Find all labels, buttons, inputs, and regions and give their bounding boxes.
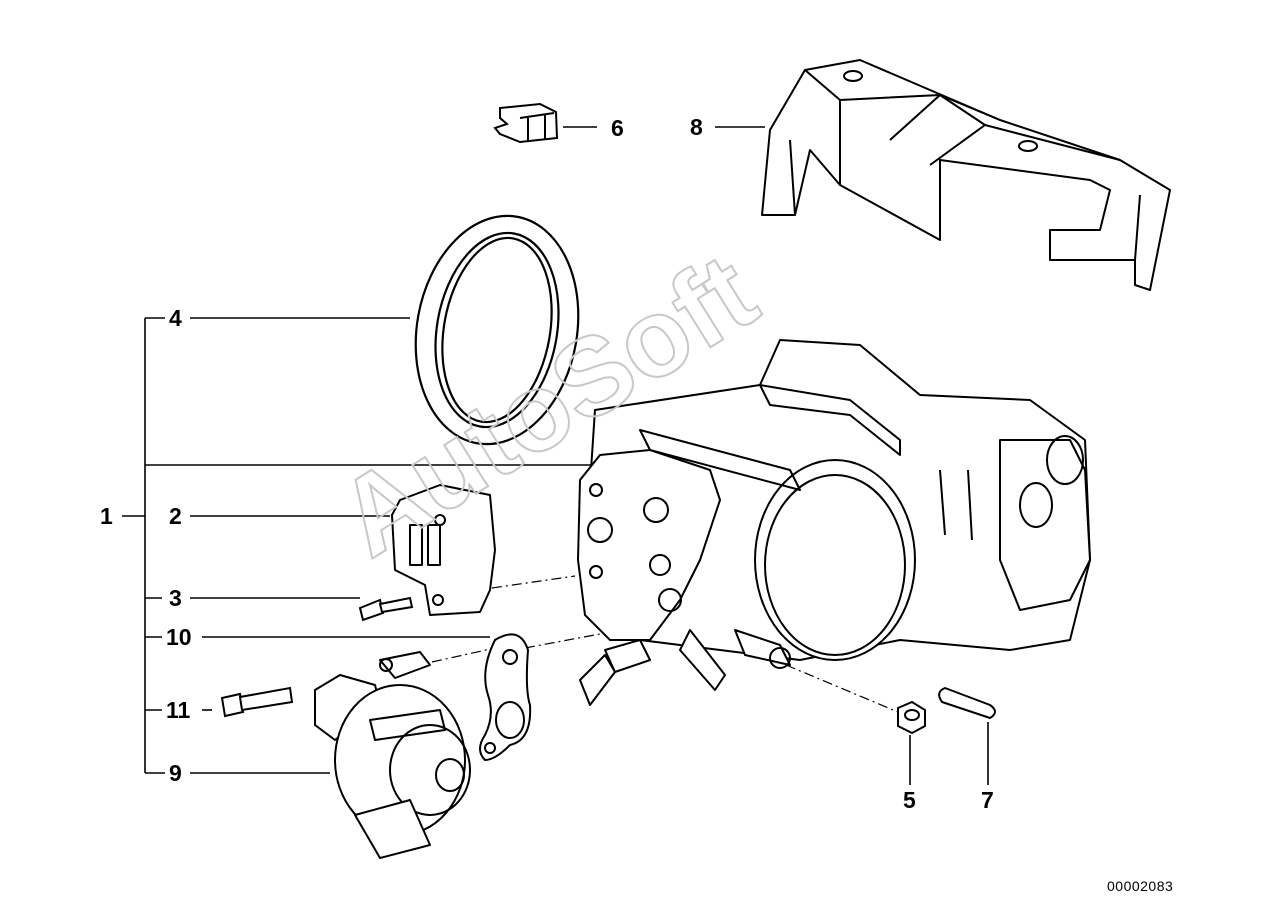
- callout-5: 5: [903, 787, 916, 813]
- throttle-body-part: [577, 339, 1091, 706]
- nut-part: [897, 700, 926, 735]
- callout-9: 9: [169, 760, 182, 786]
- callout-2: 2: [169, 503, 182, 529]
- ring-part: [414, 214, 580, 446]
- callout-6: 6: [611, 115, 624, 141]
- actuator-part: [314, 651, 471, 859]
- pin-part: [938, 686, 996, 720]
- callout-11: 11: [166, 697, 191, 723]
- assembly-lines: [431, 575, 899, 713]
- callout-1: 1: [100, 503, 113, 529]
- long-screw-part: [220, 686, 294, 718]
- callout-10: 10: [166, 624, 192, 650]
- callout-4: 4: [169, 305, 182, 331]
- callout-7: 7: [981, 787, 994, 813]
- document-number: 00002083: [1107, 878, 1174, 894]
- sensor-part: [391, 484, 496, 616]
- screw-part: [358, 596, 414, 622]
- callout-3: 3: [169, 585, 182, 611]
- callout-8: 8: [690, 114, 703, 140]
- leader-lines: [122, 126, 989, 785]
- gasket-part: [479, 633, 532, 762]
- clip-part: [493, 102, 559, 144]
- cover-part: [761, 59, 1171, 291]
